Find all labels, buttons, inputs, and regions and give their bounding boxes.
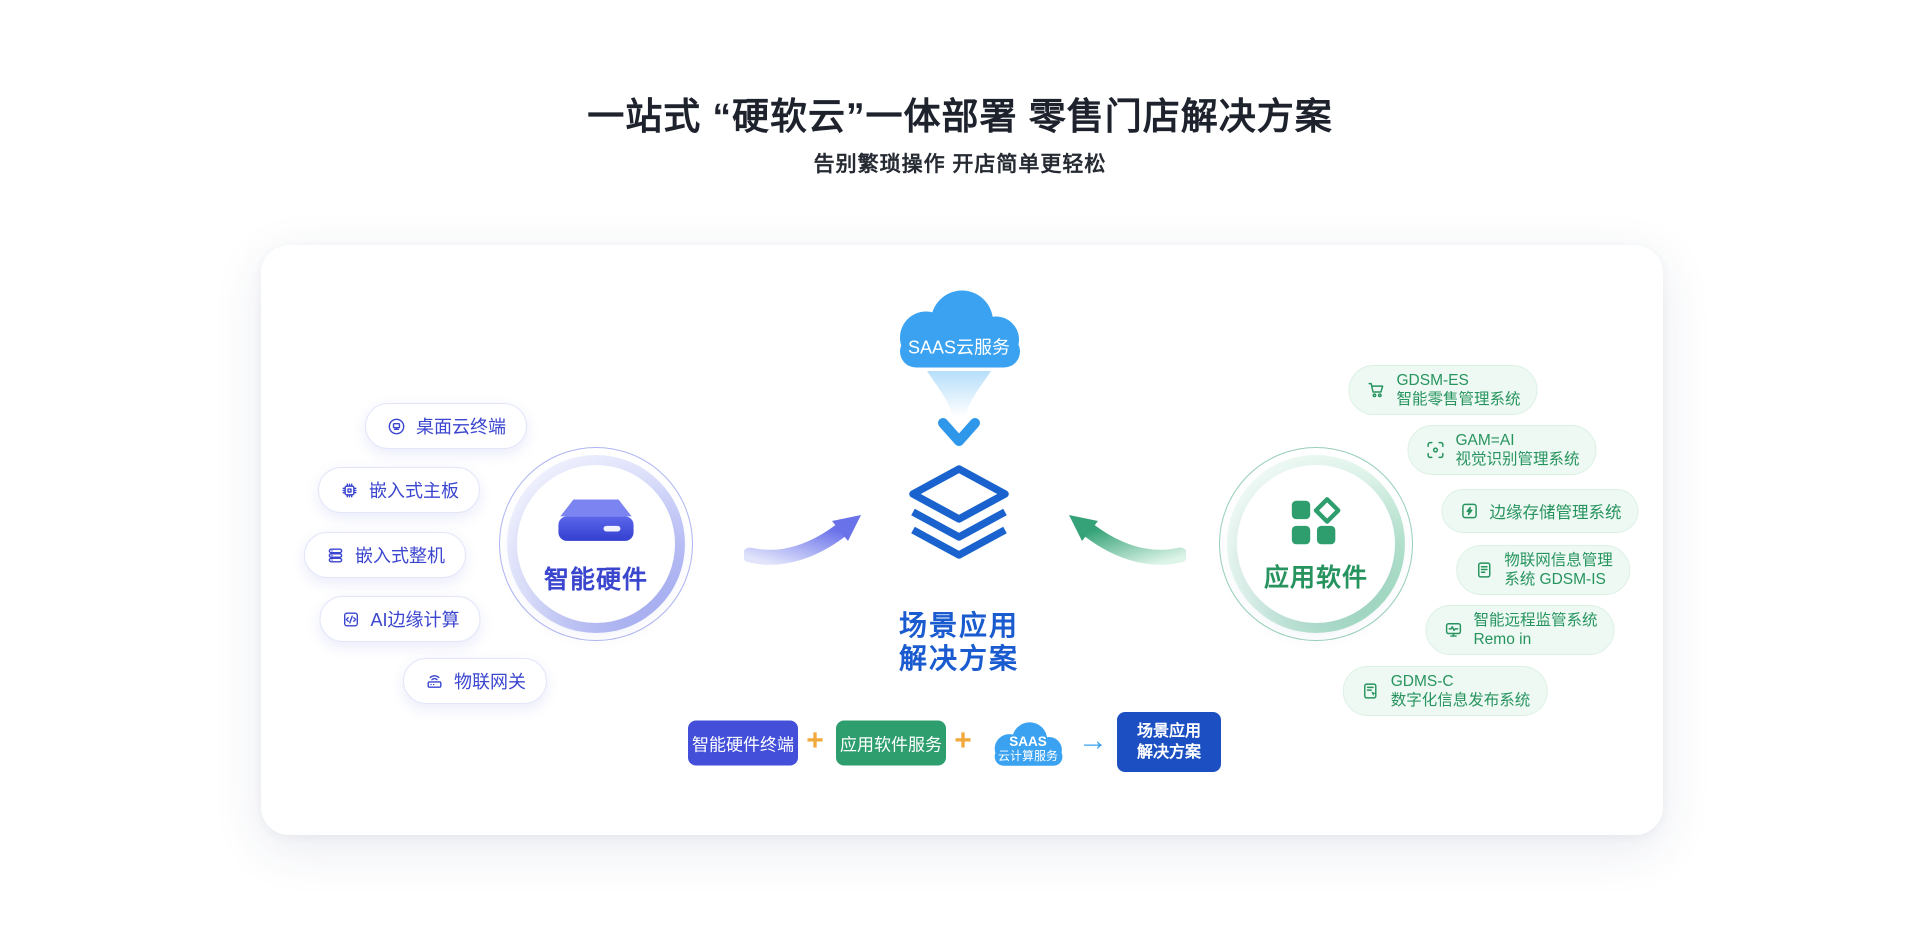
formula-result-line1: 场景应用 [1136,723,1201,740]
software-item-line2: Remo in [1473,631,1532,648]
hardware-item-label: 嵌入式主板 [369,481,459,501]
smart-hardware-device-icon [558,499,634,541]
hardware-item-label: 物联网关 [454,672,526,692]
software-circle-label: 应用软件 [1263,564,1368,592]
software-item-line1: 智能远程监管系统 [1473,612,1598,629]
embedded-board-icon [342,483,357,497]
hardware-item-pill: 嵌入式整机 [304,532,466,578]
software-item-line1: 物联网信息管理 [1504,552,1613,569]
digital-signage-icon [1364,683,1377,699]
software-item-line1: GAM=AI [1455,432,1515,449]
formula-software-button: 应用软件服务 [836,720,946,766]
iot-gateway-icon [427,674,442,688]
software-item-line1: 边缘存储管理系统 [1489,504,1622,522]
software-item-pill: GAM=AI 视觉识别管理系统 [1407,425,1597,475]
remote-monitor-icon [1445,623,1462,637]
page-subtitle: 告别繁琐操作 开店简单更轻松 [813,153,1107,176]
desktop-cloud-terminal-icon [388,418,405,434]
formula-result-button: 场景应用 解决方案 [1117,712,1221,772]
page-title: 一站式 “硬软云”一体部署 零售门店解决方案 [587,96,1333,137]
software-item-pill: GDMS-C 数字化信息发布系统 [1342,666,1548,716]
hardware-item-pill: 桌面云终端 [365,403,527,449]
software-item-line1: GDMS-C [1390,673,1454,690]
formula-result-line2: 解决方案 [1136,744,1201,761]
software-item-line2: 数字化信息发布系统 [1390,692,1531,709]
iot-info-icon [1478,562,1491,578]
saas-cloud: SAAS云服务 [874,282,1044,377]
embedded-machine-icon [328,548,343,562]
formula-cloud-line1: SAAS [1009,734,1047,749]
formula-plus-1: + [806,724,824,757]
hardware-to-center-arrow-icon [744,515,861,565]
software-to-center-arrow-icon [1069,515,1186,565]
retail-cart-icon [1368,382,1384,398]
software-item-pill: 边缘存储管理系统 [1441,489,1639,533]
hardware-item-pill: AI边缘计算 [319,596,481,642]
hardware-item-label: 嵌入式整机 [355,546,445,566]
formula-cloud-line2: 云计算服务 [997,749,1058,763]
hardware-item-pill: 嵌入式主板 [318,467,480,513]
formula-cloud: SAAS 云计算服务 [980,714,1076,774]
cloud-label: SAAS云服务 [907,337,1011,358]
layers-icon [909,465,1009,559]
ai-edge-computing-icon [343,612,358,626]
software-item-pill: 智能远程监管系统 Remo in [1425,605,1615,655]
hardware-item-label: AI边缘计算 [370,610,460,630]
formula-arrow: → [1078,724,1108,757]
software-item-pill: 物联网信息管理 系统 GDSM-IS [1456,545,1630,595]
hardware-item-label: 桌面云终端 [416,417,506,437]
cloud-down-arrow-icon [927,371,991,446]
app-grid-icon [1291,497,1341,545]
software-item-pill: GDSM-ES 智能零售管理系统 [1348,365,1538,415]
software-item-line1: GDSM-ES [1396,372,1469,389]
hardware-item-pill: 物联网关 [403,658,547,704]
edge-storage-icon [1462,503,1477,519]
center-title-line2: 解决方案 [898,643,1020,674]
hardware-circle: 智能硬件 [499,447,693,641]
vision-recognition-icon [1427,441,1444,459]
cloud-icon [900,290,1020,368]
formula-hardware-button: 智能硬件终端 [688,720,798,766]
small-cloud-icon [994,722,1063,766]
software-item-line2: 视觉识别管理系统 [1455,451,1580,468]
solution-diagram-card: SAAS云服务 场景应用 解决方案 [261,245,1663,835]
formula-plus-2: + [954,724,972,757]
software-item-line2: 智能零售管理系统 [1396,391,1521,408]
software-item-line2: 系统 GDSM-IS [1504,571,1606,588]
hardware-circle-label: 智能硬件 [543,566,648,594]
center-title-line1: 场景应用 [898,610,1020,641]
software-circle: 应用软件 [1219,447,1413,641]
center-title: 场景应用 解决方案 [899,609,1019,675]
